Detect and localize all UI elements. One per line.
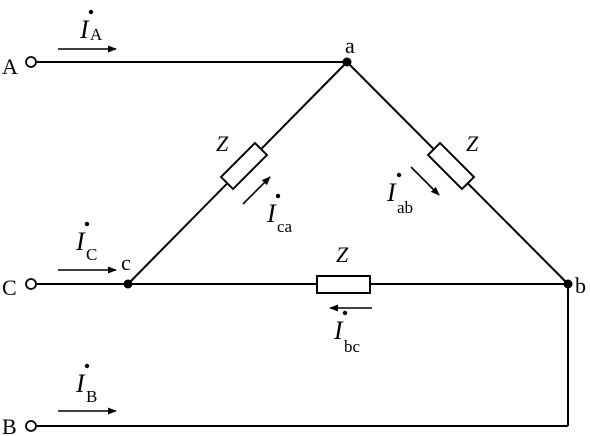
node-b-dot <box>563 279 573 289</box>
terminal-c-circle <box>25 278 37 290</box>
terminal-c-label: C <box>2 275 17 300</box>
current-ca-arrow <box>242 176 271 205</box>
svg-text:ab: ab <box>397 198 413 217</box>
terminal-a-label: A <box>2 54 18 79</box>
svg-text:C: C <box>86 245 97 264</box>
svg-text:I: I <box>75 227 86 256</box>
svg-text:I: I <box>266 199 277 228</box>
svg-text:I: I <box>333 316 344 345</box>
current-c-label: I C <box>75 221 97 264</box>
current-a-label: I A <box>79 9 103 44</box>
current-bc-label: I bc <box>333 310 361 356</box>
node-a-dot <box>342 57 352 67</box>
impedance-ab-label: Z <box>466 131 479 156</box>
current-ab-arrow <box>410 166 440 196</box>
impedance-bc <box>316 275 371 294</box>
node-b-label: b <box>575 273 586 298</box>
impedance-ca <box>219 141 269 191</box>
current-ab-label: I ab <box>386 172 413 217</box>
current-ca-label: I ca <box>266 193 293 236</box>
svg-text:I: I <box>79 15 90 44</box>
impedance-bc-label: Z <box>336 242 349 267</box>
terminal-a-circle <box>25 56 37 68</box>
svg-text:ca: ca <box>277 217 293 236</box>
svg-text:bc: bc <box>344 337 361 356</box>
terminal-b-circle <box>25 420 37 432</box>
node-c-label: c <box>121 250 131 275</box>
impedance-ab <box>426 141 476 191</box>
terminal-b-label: B <box>2 414 17 436</box>
svg-text:A: A <box>90 25 103 44</box>
node-c-dot <box>123 279 133 289</box>
svg-text:I: I <box>75 369 86 398</box>
svg-text:I: I <box>386 178 397 207</box>
node-a-label: a <box>345 33 355 58</box>
impedance-ca-label: Z <box>216 131 229 156</box>
current-b-label: I B <box>75 363 97 406</box>
svg-text:B: B <box>86 387 97 406</box>
